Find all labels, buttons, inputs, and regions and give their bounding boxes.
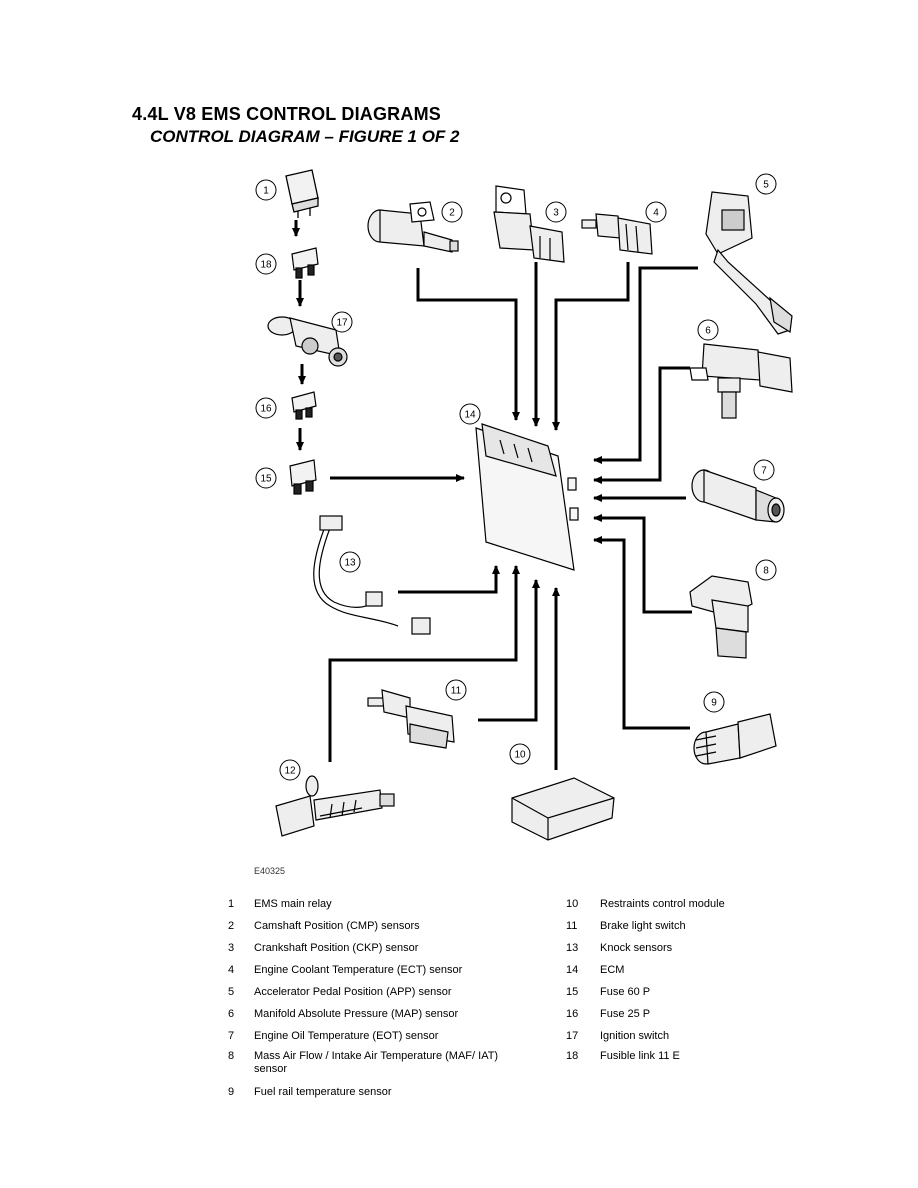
page-subtitle: CONTROL DIAGRAM – FIGURE 1 OF 2 xyxy=(150,127,460,146)
legend-number: 15 xyxy=(566,986,579,998)
callout-number: 15 xyxy=(260,474,272,485)
callout-number: 14 xyxy=(464,410,476,421)
callout-10: 10 xyxy=(509,743,531,765)
callout-number: 12 xyxy=(284,766,296,777)
callout-17: 17 xyxy=(331,311,353,333)
callout-number: 17 xyxy=(336,318,348,329)
legend-text: EMS main relay xyxy=(254,898,332,910)
callout-number: 16 xyxy=(260,404,272,415)
legend-text: Fuse 60 P xyxy=(600,986,651,998)
callout-number: 18 xyxy=(260,260,272,271)
legend-text: Fusible link 11 E xyxy=(600,1050,680,1062)
cmp-sensor-drawing xyxy=(367,201,459,253)
connection-lines xyxy=(292,220,698,770)
ecm-drawing xyxy=(475,423,579,571)
callout-13: 13 xyxy=(339,551,361,573)
callout-2: 2 xyxy=(441,201,463,223)
legend-number: 9 xyxy=(228,1086,235,1098)
callout-4: 4 xyxy=(645,201,667,223)
ckp-sensor-drawing xyxy=(493,185,565,263)
legend-text: Restraints control module xyxy=(600,898,725,910)
callout-5: 5 xyxy=(755,173,777,195)
legend-text: Brake light switch xyxy=(600,920,686,932)
legend-number: 10 xyxy=(566,898,579,910)
callout-9: 9 xyxy=(703,691,725,713)
fusible-link-drawing xyxy=(291,247,319,279)
legend-text: Manifold Absolute Pressure (MAP) sensor xyxy=(254,1008,459,1020)
legend-text: Engine Coolant Temperature (ECT) sensor xyxy=(254,964,463,976)
callout-number: 11 xyxy=(451,686,462,697)
callout-number: 8 xyxy=(763,566,769,577)
legend-number: 13 xyxy=(566,942,579,954)
legend-text: Knock sensors xyxy=(600,942,673,954)
fuel-rail-temp-sensor-drawing xyxy=(693,713,777,765)
figure-code: E40325 xyxy=(254,866,286,876)
legend-text: Fuel rail temperature sensor xyxy=(254,1086,392,1098)
callout-number: 9 xyxy=(711,698,717,709)
fuse-60p-drawing xyxy=(289,459,317,495)
ems-main-relay-drawing xyxy=(285,169,319,218)
callout-11: 11 xyxy=(445,679,467,701)
legend-number: 6 xyxy=(228,1008,235,1020)
legend-number: 14 xyxy=(566,964,579,976)
legend-text: Engine Oil Temperature (EOT) sensor xyxy=(254,1030,439,1042)
callout-12: 12 xyxy=(279,759,301,781)
map-sensor-drawing xyxy=(689,343,793,419)
legend-number: 1 xyxy=(228,898,235,910)
legend-number: 7 xyxy=(228,1030,235,1042)
legend-number: 18 xyxy=(566,1050,579,1062)
brake-light-switch-drawing xyxy=(367,689,455,749)
callout-number: 10 xyxy=(514,750,526,761)
page-title: 4.4L V8 EMS CONTROL DIAGRAMS xyxy=(132,104,441,124)
ect-sensor-drawing xyxy=(581,213,653,255)
legend-text: Ignition switch xyxy=(600,1030,670,1042)
callout-number: 4 xyxy=(653,208,659,219)
component-12-drawing xyxy=(275,775,395,837)
callout-14: 14 xyxy=(459,403,481,425)
legend-number: 2 xyxy=(228,920,235,932)
callout-7: 7 xyxy=(753,459,775,481)
legend-text: ECM xyxy=(600,964,625,976)
callout-16: 16 xyxy=(255,397,277,419)
app-sensor-drawing xyxy=(705,191,793,335)
legend-text: Camshaft Position (CMP) sensors xyxy=(254,920,420,932)
legend-number: 4 xyxy=(228,964,235,976)
callout-number: 13 xyxy=(344,558,356,569)
fuse-25p-drawing xyxy=(291,391,317,420)
eot-sensor-drawing xyxy=(691,469,785,523)
legend-number: 3 xyxy=(228,942,235,954)
legend-number: 5 xyxy=(228,986,235,998)
callout-3: 3 xyxy=(545,201,567,223)
legend-text: Accelerator Pedal Position (APP) sensor xyxy=(254,986,452,998)
callout-number: 5 xyxy=(763,180,769,191)
callout-6: 6 xyxy=(697,319,719,341)
callout-8: 8 xyxy=(755,559,777,581)
callout-number: 3 xyxy=(553,208,559,219)
callout-number: 1 xyxy=(263,186,269,197)
maf-iat-sensor-drawing xyxy=(689,575,753,659)
legend-text: Mass Air Flow / Intake Air Temperature (… xyxy=(254,1050,499,1075)
callout-number: 6 xyxy=(705,326,711,337)
legend-text: Crankshaft Position (CKP) sensor xyxy=(254,942,419,954)
legend-number: 11 xyxy=(566,920,578,932)
ignition-switch-drawing xyxy=(267,316,348,367)
legend-number: 16 xyxy=(566,1008,579,1020)
legend-number: 17 xyxy=(566,1030,579,1042)
callout-18: 18 xyxy=(255,253,277,275)
callout-1: 1 xyxy=(255,179,277,201)
callout-number: 2 xyxy=(449,208,455,219)
legend-number: 8 xyxy=(228,1050,235,1062)
callout-15: 15 xyxy=(255,467,277,489)
callout-number: 7 xyxy=(761,466,767,477)
knock-sensors-drawing xyxy=(313,515,431,635)
legend-text: Fuse 25 P xyxy=(600,1008,651,1020)
restraints-control-module-drawing xyxy=(511,777,615,841)
